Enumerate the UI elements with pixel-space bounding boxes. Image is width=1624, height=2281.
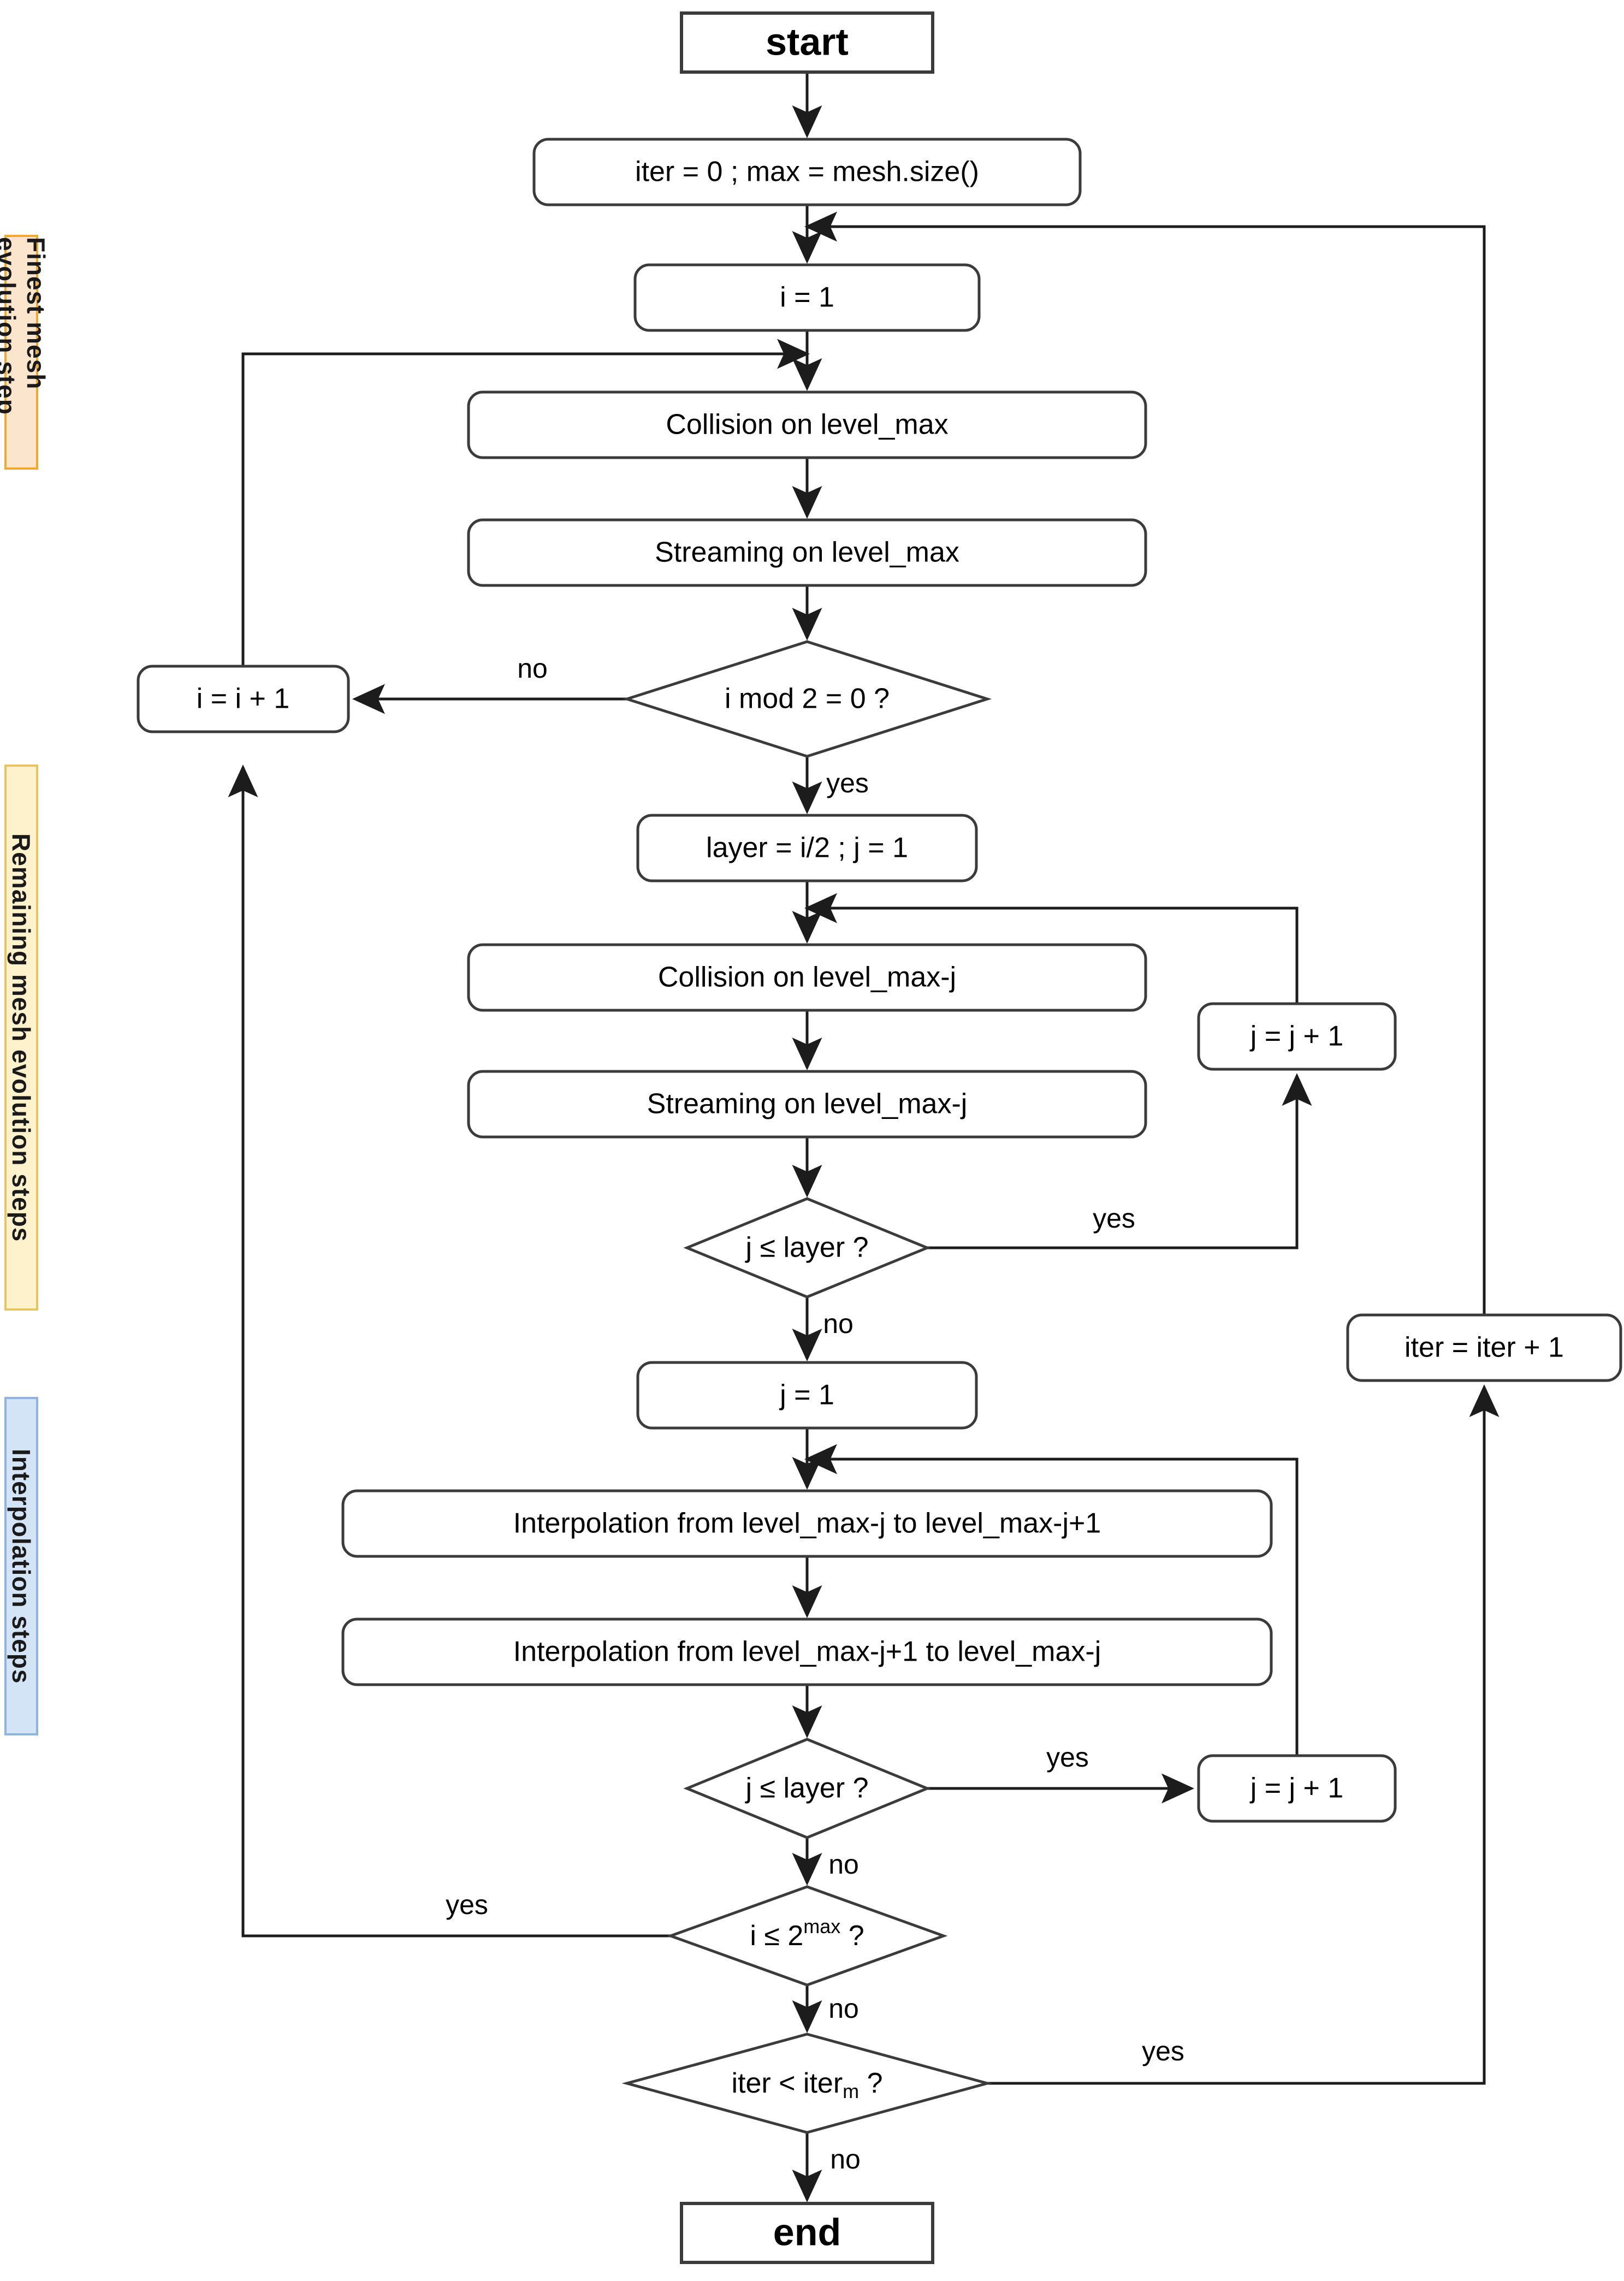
node-iter-lt-base: iter < iter [731,2067,843,2099]
edge-label-no-j-le-layer-2: no [828,1849,859,1880]
edge-iter-lt-iterm-yes-to-iter-incr [987,1384,1499,2085]
edge-j-incr-2-to-interp-down [804,1444,1299,1756]
node-i-mod-2-label: i mod 2 = 0 ? [725,683,890,715]
node-collision-max-j[interactable] [467,943,1147,1012]
node-init[interactable] [532,138,1082,206]
edge-label-yes-j-le-layer-1: yes [1093,1203,1135,1234]
node-j-incr-2-label: j = j + 1 [1249,1773,1344,1804]
node-init-label: iter = 0 ; max = mesh.size() [635,156,979,188]
node-collision-max[interactable] [467,390,1147,459]
node-j-le-layer-2[interactable] [683,1738,931,1839]
node-j-init[interactable] [636,1361,978,1430]
edge-i-le-2max-yes-to-i-incr [228,765,671,1938]
node-iter-lt-tail: ? [859,2067,882,2099]
phase-label: Finest mesh evolution step [0,237,50,415]
node-start-label: start [766,20,849,63]
node-interp-down[interactable] [341,1489,1273,1558]
node-start[interactable] [680,11,934,74]
node-streaming-max-j[interactable] [467,1070,1147,1139]
node-j-le-layer-1[interactable] [683,1197,931,1299]
node-i-le-2max[interactable] [666,1885,948,1987]
edge-label-no-i-le-2max: no [828,1993,859,2024]
node-streaming-max-label: Streaming on level_max [655,537,959,568]
node-collision-max-label: Collision on level_max [666,409,948,441]
node-j-incr-1[interactable] [1197,1002,1397,1071]
node-i-incr[interactable] [137,665,350,733]
node-iter-lt-iterm-label: iter < iterm ? [731,2067,882,2102]
node-streaming-max[interactable] [467,518,1147,587]
node-i-le-2max-tail: ? [840,1920,864,1952]
edge-j-le-layer-1-yes-to-j-incr-1 [927,1073,1312,1249]
edge-j-incr-1-to-collision-max-j [804,893,1299,1004]
node-i-mod-2[interactable] [622,640,992,758]
phase-band-interpolation-steps: Interpolation steps [4,1397,38,1735]
node-end[interactable] [680,2202,934,2264]
node-i-le-2max-sup: max [803,1915,840,1938]
node-i-le-2max-base: i ≤ 2 [750,1920,803,1952]
node-iter-incr[interactable] [1346,1313,1622,1382]
node-j-le-layer-2-label: j ≤ layer ? [744,1773,868,1804]
edge-i-incr-to-collision-max [241,339,810,666]
node-iter-incr-label: iter = iter + 1 [1404,1332,1564,1364]
edge-label-yes-iter-lt-iterm: yes [1142,2036,1184,2066]
edge-label-yes-i-mod-2: yes [826,768,869,798]
node-i-incr-label: i = i + 1 [197,683,290,715]
edge-label-no-j-le-layer-1: no [823,1308,854,1339]
node-streaming-max-j-label: Streaming on level_max-j [647,1088,968,1120]
node-interp-up-label: Interpolation from level_max-j+1 to leve… [513,1636,1101,1668]
node-j-init-label: j = 1 [779,1379,834,1411]
node-i-init[interactable] [633,263,981,332]
node-j-le-layer-1-label: j ≤ layer ? [744,1232,868,1264]
node-end-label: end [773,2211,841,2253]
node-layer-init[interactable] [636,814,978,882]
node-j-incr-1-label: j = j + 1 [1249,1021,1344,1052]
node-collision-max-j-label: Collision on level_max-j [658,962,956,993]
phase-label: Remaining mesh evolution steps [7,833,35,1242]
phase-band-remaining-mesh-evolution-steps: Remaining mesh evolution steps [4,765,38,1311]
node-i-init-label: i = 1 [780,282,834,313]
node-i-le-2max-label: i ≤ 2max ? [750,1915,864,1952]
edge-label-yes-i-le-2max: yes [446,1889,488,1920]
node-interp-down-label: Interpolation from level_max-j to level_… [513,1508,1101,1539]
edge-label-no-iter-lt-iterm: no [830,2144,861,2175]
edge-label-no-i-mod-2: no [517,653,548,684]
edge-label-yes-j-le-layer-2: yes [1046,1742,1089,1773]
node-iter-lt-sub: m [843,2080,859,2102]
node-j-incr-2[interactable] [1197,1754,1397,1823]
edge-iter-incr-to-i-init [804,211,1486,1315]
node-iter-lt-iterm[interactable] [621,2033,993,2134]
phase-band-finest-mesh-evolution-step: Finest mesh evolution step [0,235,50,470]
node-interp-up[interactable] [341,1618,1273,1686]
phase-label: Interpolation steps [7,1448,35,1684]
node-layer-init-label: layer = i/2 ; j = 1 [706,832,908,864]
